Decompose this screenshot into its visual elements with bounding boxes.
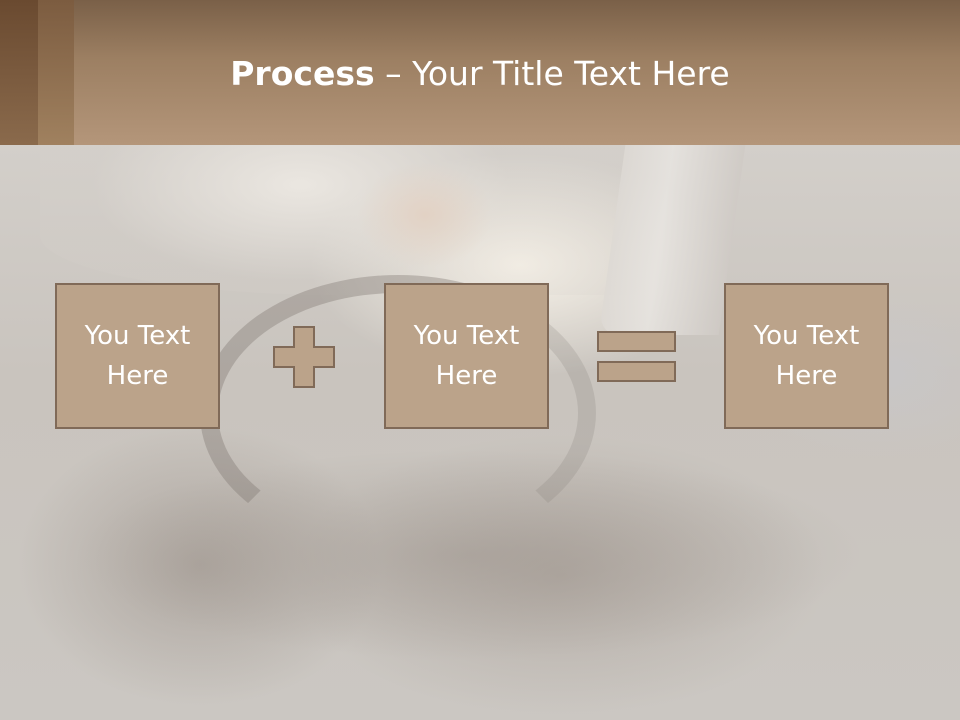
process-box-2[interactable]: You Text Here xyxy=(384,283,549,429)
process-box-1[interactable]: You Text Here xyxy=(55,283,220,429)
process-box-1-text: You Text Here xyxy=(84,321,191,391)
hand-silhouette xyxy=(330,155,520,285)
process-box-3-text: You Text Here xyxy=(753,321,860,391)
header-accent-dark xyxy=(0,0,38,145)
dashboard-shadow xyxy=(0,435,960,720)
header-accent-mid xyxy=(38,0,74,145)
equals-icon-bottom-bar xyxy=(597,361,676,382)
title-bold-part: Process xyxy=(230,54,375,93)
title-band: Process – Your Title Text Here xyxy=(0,0,960,145)
slide-title[interactable]: Process – Your Title Text Here xyxy=(0,52,960,96)
plus-icon xyxy=(273,326,335,388)
process-box-3[interactable]: You Text Here xyxy=(724,283,889,429)
title-rest-part: – Your Title Text Here xyxy=(374,54,730,93)
equals-icon-top-bar xyxy=(597,331,676,352)
process-box-2-text: You Text Here xyxy=(413,321,520,391)
background-photo xyxy=(0,145,960,720)
